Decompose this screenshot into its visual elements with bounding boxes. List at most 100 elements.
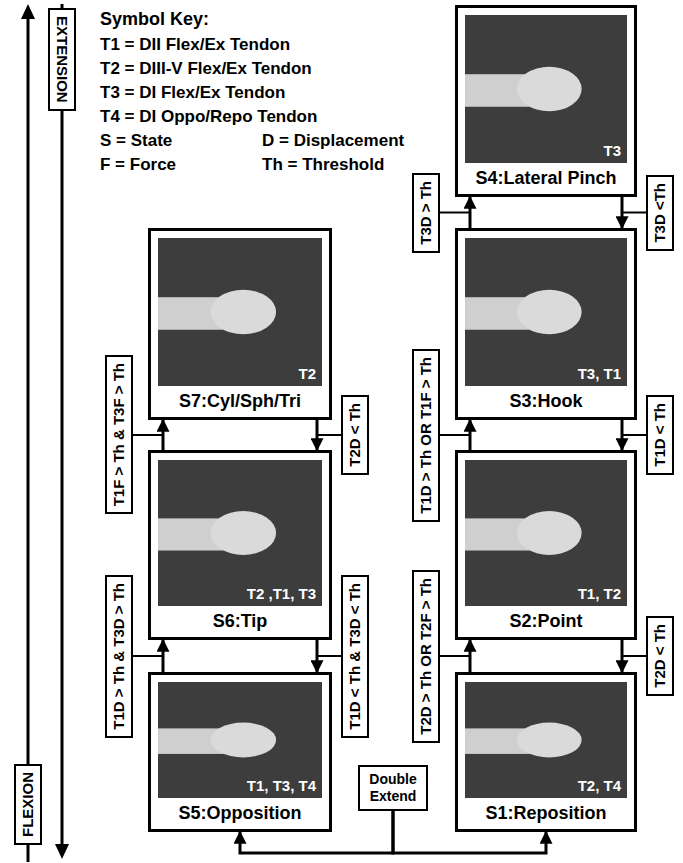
key-entry: D = Displacement [262,130,404,152]
state-caption: S6:Tip [158,610,322,632]
transition-arrow [440,640,470,672]
hand [517,67,582,111]
hand [210,290,276,334]
tendon-label: T2, T4 [578,777,621,795]
condition-label: T1F > Th & T3F > Th [109,363,129,506]
hand-photo [158,238,322,386]
state-box: T3, T1 S3:Hook [455,228,637,420]
axis-label: FLEXION [18,772,38,837]
key-entry: T4 = DI Oppo/Repo Tendon [100,106,317,128]
condition-label: T1D > Th OR T1F > Th [416,357,436,514]
transition-arrow [622,640,646,672]
hand [517,290,582,334]
hand-photo [465,460,627,606]
photo-background [158,238,322,386]
key-entry: Th = Threshold [262,154,384,176]
photo-frame: T2 [158,238,322,386]
state-caption: S7:Cyl/Sph/Tri [158,390,322,412]
state-caption: S1:Reposition [465,802,627,824]
transition-arrow [133,640,163,672]
condition-leader [317,434,341,436]
photo-background [158,682,322,798]
condition-label: T2D > Th OR T2F > Th [416,578,436,735]
condition-box: T1D > Th OR T1F > Th [412,349,440,522]
condition-label: T3D <Th [650,183,670,243]
state-box: T2 ,T1, T3 S6:Tip [148,450,332,640]
condition-leader [133,655,163,657]
photo-frame: T1, T2 [465,460,627,606]
state-caption: S5:Opposition [158,802,322,824]
condition-box: T2D > Th OR T2F > Th [412,570,440,743]
key-entry: S = State [100,130,172,152]
photo-background [465,460,627,606]
arrow-head [21,4,35,19]
condition-box: T1D > Th & T3D > Th [105,575,133,738]
key-entry: F = Force [100,154,176,176]
photo-frame: T3, T1 [465,238,627,386]
photo-frame: T3 [465,15,627,163]
key-entry: T1 = DII Flex/Ex Tendon [100,34,290,56]
condition-leader [622,655,646,657]
tendon-label: T2 ,T1, T3 [247,585,316,603]
trigger-label: Double Extend [365,771,421,805]
hand-photo [465,15,627,163]
transition-arrow [440,420,470,450]
photo-background [158,460,322,606]
state-box: T1, T2 S2:Point [455,450,637,640]
condition-box: T2D < Th [341,395,369,475]
condition-leader [622,434,646,436]
transition-arrow [317,420,341,450]
tendon-label: T1, T2 [578,585,621,603]
condition-box: T3D <Th [646,175,674,251]
axis-label-box: EXTENSION [48,8,76,111]
state-box: T1, T3, T4 S5:Opposition [148,672,332,832]
photo-frame: T1, T3, T4 [158,682,322,798]
condition-label: T1D < Th & T3D < Th [345,583,365,730]
condition-label: T2D < Th [345,403,365,467]
photo-frame: T2, T4 [465,682,627,798]
tendon-label: T1, T3, T4 [247,777,316,795]
transition-arrow [317,640,341,672]
photo-frame: T2 ,T1, T3 [158,460,322,606]
state-caption: S4:Lateral Pinch [465,167,627,189]
transition-arrow [622,197,646,228]
tendon-label: T2 [298,365,316,383]
transition-arrow [133,420,163,450]
state-caption: S3:Hook [465,390,627,412]
photo-background [465,682,627,798]
state-caption: S2:Point [465,610,627,632]
photo-background [465,15,627,163]
photo-background [465,238,627,386]
extension-axis-line [61,4,64,846]
condition-box: T2D < Th [646,616,674,696]
key-entry: T3 = DI Flex/Ex Tendon [100,82,285,104]
tendon-label: T3 [603,142,621,160]
condition-leader [133,434,163,436]
hand [517,723,582,758]
hand-photo [158,460,322,606]
condition-leader [440,434,470,436]
state-box: T2, T4 S1:Reposition [455,672,637,832]
condition-box: T1F > Th & T3F > Th [105,355,133,514]
state-box: T2S7:Cyl/Sph/Tri [148,228,332,420]
hand [210,723,276,758]
condition-box: T1D < Th & T3D < Th [341,575,369,738]
axis-label: EXTENSION [52,16,72,103]
condition-leader [317,655,341,657]
transition-arrow [440,197,470,228]
arrow-head [55,844,69,859]
axis-label-box: FLEXION [14,764,42,845]
condition-box: T3D > Th [412,173,440,253]
transition-arrow [622,420,646,450]
condition-leader [440,212,470,214]
condition-label: T1D < Th [650,403,670,467]
hand [210,511,276,555]
condition-label: T1D > Th & T3D > Th [109,583,129,730]
state-box: T3S4:Lateral Pinch [455,5,637,197]
condition-leader [440,655,470,657]
condition-label: T3D > Th [416,181,436,245]
key-entry: T2 = DIII-V Flex/Ex Tendon [100,58,312,80]
condition-label: T2D < Th [650,624,670,688]
flexion-axis-line [27,16,30,862]
